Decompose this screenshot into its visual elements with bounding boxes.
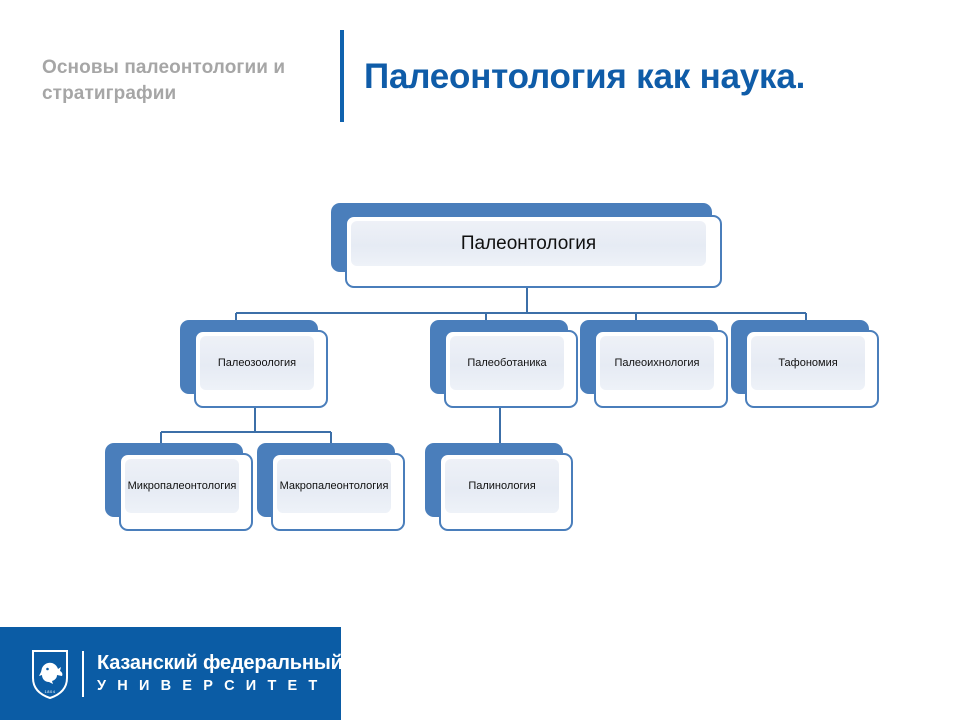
node-card: Палинология: [439, 453, 573, 531]
node-inner-panel: Палеоихнология: [600, 336, 714, 390]
node-inner-panel: Макропалеонтология: [277, 459, 391, 513]
shield-crest-icon: 1804: [32, 650, 68, 700]
org-node-label: Палеозоология: [217, 356, 297, 369]
slide-kicker: Основы палеонтологии и стратиграфии: [42, 57, 286, 105]
university-name: Казанский федеральный: [97, 651, 343, 674]
org-node-macropaleontology[interactable]: Макропалеонтология: [257, 443, 405, 531]
svg-text:1804: 1804: [45, 689, 56, 694]
org-node-root[interactable]: Палеонтология: [331, 203, 722, 288]
node-inner-panel: Палинология: [445, 459, 559, 513]
node-inner-panel: Микропалеонтология: [125, 459, 239, 513]
org-node-paleoichnology[interactable]: Палеоихнология: [580, 320, 728, 408]
org-node-label: Палеонтология: [460, 232, 597, 254]
org-node-taphonomy[interactable]: Тафономия: [731, 320, 879, 408]
org-node-label: Палинология: [468, 479, 536, 492]
node-card: Палеозоология: [194, 330, 328, 408]
org-node-label: Тафономия: [778, 356, 838, 369]
org-node-label: Палеоботаника: [467, 356, 547, 369]
node-card: Палеонтология: [345, 215, 722, 288]
org-node-paleozoology[interactable]: Палеозоология: [180, 320, 328, 408]
org-node-palynology[interactable]: Палинология: [425, 443, 573, 531]
node-inner-panel: Палеонтология: [351, 221, 706, 266]
node-inner-panel: Тафономия: [751, 336, 865, 390]
logo-wordmark: Казанский федеральный У Н И В Е Р С И Т …: [97, 651, 343, 695]
logo-divider: [82, 651, 84, 697]
node-card: Палеоботаника: [444, 330, 578, 408]
node-inner-panel: Палеоботаника: [450, 336, 564, 390]
node-card: Макропалеонтология: [271, 453, 405, 531]
node-card: Микропалеонтология: [119, 453, 253, 531]
org-node-label: Палеоихнология: [614, 356, 700, 369]
node-inner-panel: Палеозоология: [200, 336, 314, 390]
slide-header: Основы палеонтологии и стратиграфии Пале…: [0, 0, 960, 170]
university-logo: 1804 Казанский федеральный У Н И В Е Р С…: [30, 646, 343, 702]
org-node-paleobotany[interactable]: Палеоботаника: [430, 320, 578, 408]
org-node-label: Макропалеонтология: [279, 479, 389, 492]
node-card: Тафономия: [745, 330, 879, 408]
university-subtitle: У Н И В Е Р С И Т Е Т: [97, 677, 321, 694]
node-card: Палеоихнология: [594, 330, 728, 408]
org-node-label: Микропалеонтология: [127, 479, 237, 492]
org-node-micropaleontology[interactable]: Микропалеонтология: [105, 443, 253, 531]
title-accent-rule: [340, 30, 344, 122]
page-title: Палеонтология как наука.: [364, 57, 806, 97]
